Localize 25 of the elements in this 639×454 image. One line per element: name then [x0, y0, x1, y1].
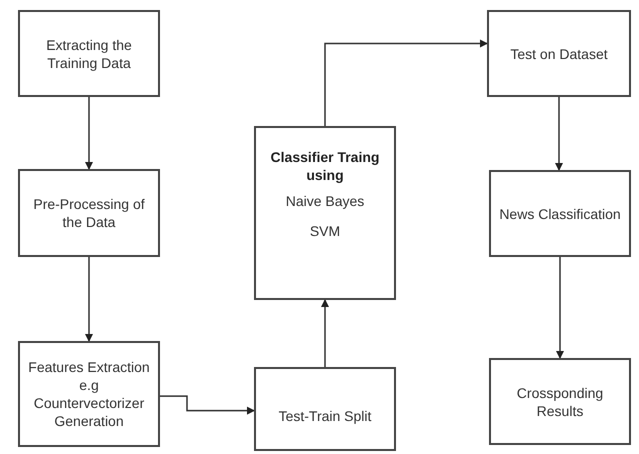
box-text: Features Extraction e.g Countervectorizer Generation — [27, 358, 151, 430]
process-box — [489, 170, 631, 257]
arrow — [160, 395, 255, 415]
box-text: News Classification — [499, 204, 621, 222]
process-box — [487, 10, 631, 97]
box-text: Extracting the Training Data — [45, 36, 133, 72]
process-box — [254, 367, 396, 451]
box-text: Test on Dataset — [510, 44, 608, 62]
arrow — [555, 97, 563, 171]
arrow — [556, 257, 564, 359]
process-box — [18, 10, 160, 97]
process-box — [18, 341, 160, 447]
arrow — [321, 299, 329, 367]
box-heading: Classifier Traing using — [270, 148, 380, 184]
process-box — [254, 126, 396, 300]
process-box — [18, 169, 160, 257]
arrow — [85, 97, 93, 170]
box-text: Naive Bayes — [286, 192, 364, 210]
arrow — [324, 40, 488, 126]
box-text: Test-Train Split — [278, 407, 372, 425]
box-text: Crossponding Results — [516, 384, 604, 420]
box-text: SVM — [310, 222, 340, 240]
arrow — [85, 257, 93, 342]
box-text: Pre-Processing of the Data — [32, 195, 146, 231]
process-box — [489, 358, 631, 445]
